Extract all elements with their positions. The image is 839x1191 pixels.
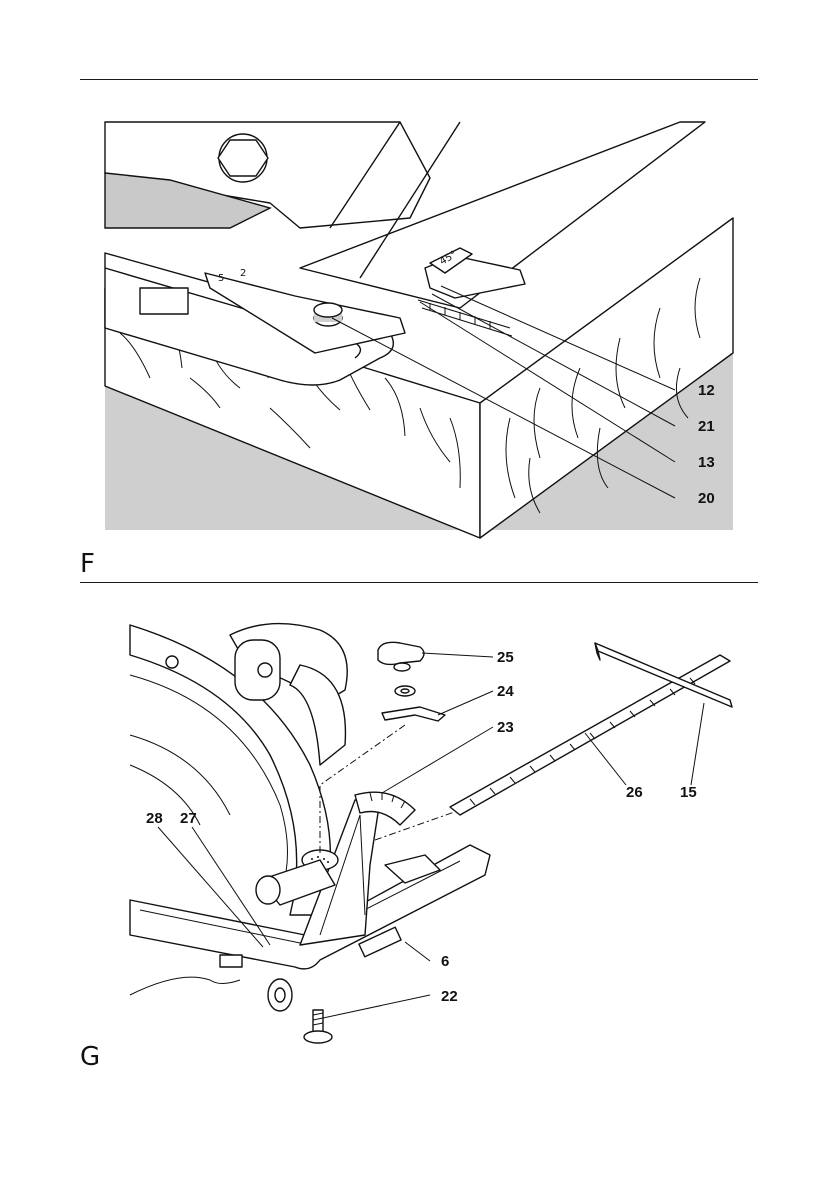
callout-22: 22 xyxy=(441,988,458,1005)
retaining-clip xyxy=(382,707,445,721)
figure-letter-f: F xyxy=(80,551,95,577)
callout-6: 6 xyxy=(441,953,449,970)
callout-24: 24 xyxy=(497,683,514,700)
callout-21: 21 xyxy=(698,418,715,435)
callout-23: 23 xyxy=(497,719,514,736)
scale-number-2: 2 xyxy=(240,268,246,279)
top-rule xyxy=(80,79,758,80)
callout-27: 27 xyxy=(180,810,197,827)
base-screw xyxy=(304,1010,332,1043)
figure-f-illustration: 45° 5 2 12 21 13 20 xyxy=(100,118,740,543)
callout-28: 28 xyxy=(146,810,163,827)
callout-26: 26 xyxy=(626,784,643,801)
callout-15: 15 xyxy=(680,784,697,801)
callout-12: 12 xyxy=(698,382,715,399)
figure-letter-g: G xyxy=(80,1044,100,1070)
callout-25: 25 xyxy=(497,649,514,666)
scale-number-5: 5 xyxy=(218,273,224,284)
callout-13: 13 xyxy=(698,454,715,471)
figure-g-illustration: 25 24 23 26 15 28 27 6 22 xyxy=(120,615,740,1055)
middle-rule xyxy=(80,582,758,583)
callout-20: 20 xyxy=(698,490,715,507)
wing-screw xyxy=(378,642,424,696)
